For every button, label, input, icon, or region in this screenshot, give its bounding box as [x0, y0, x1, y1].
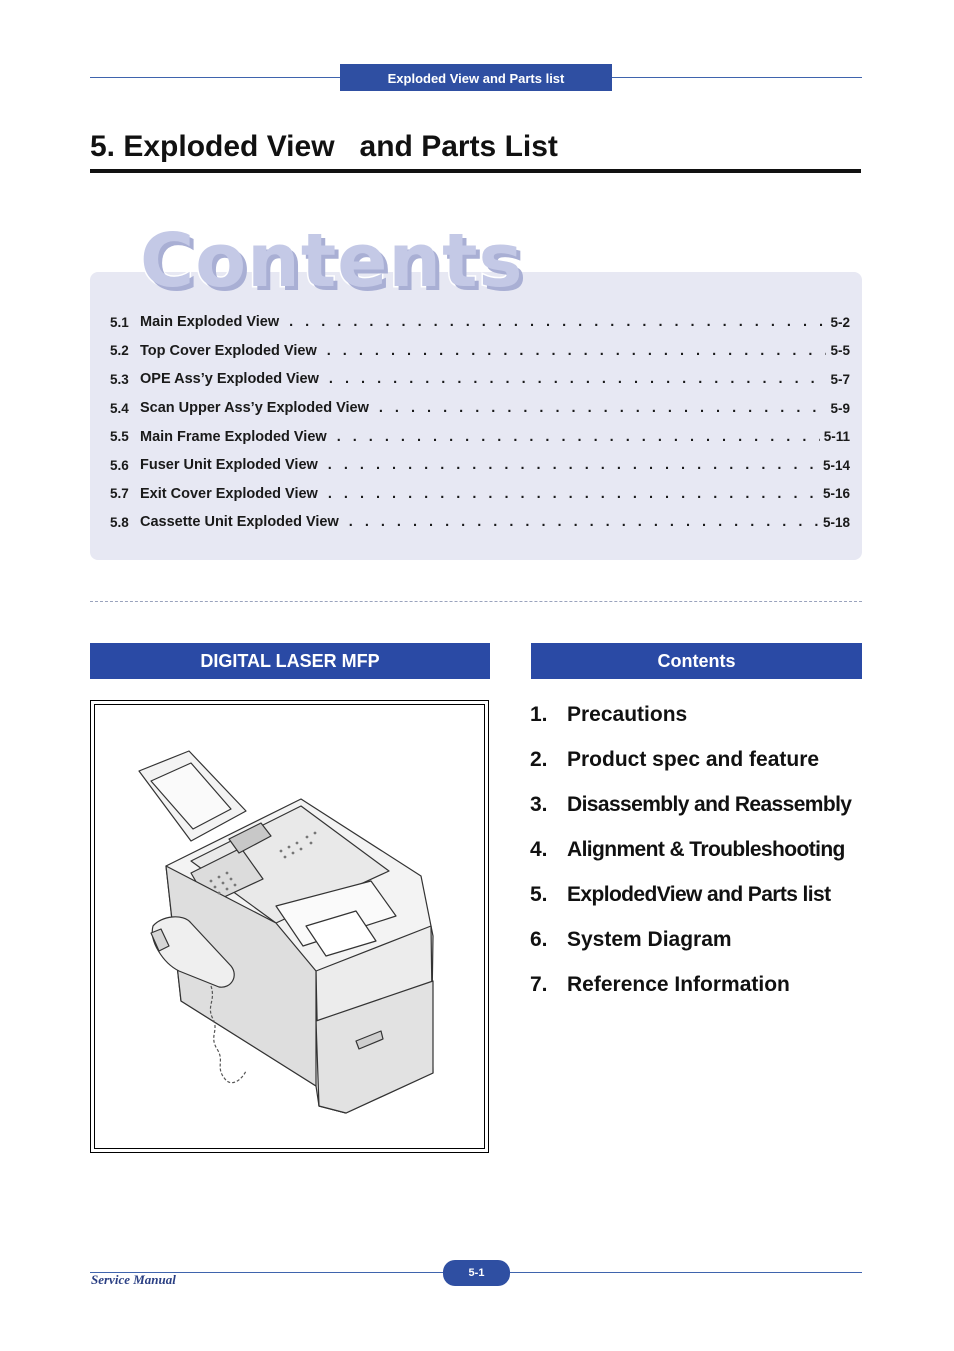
product-image-inner-border: [94, 704, 485, 1149]
toc-label: Main Exploded View: [140, 314, 280, 331]
footer-page-number: 5-1: [443, 1260, 510, 1286]
toc-label: Top Cover Exploded View: [140, 342, 317, 359]
toc-leader: . . . . . . . . . . . . . . . . . . . . …: [327, 457, 819, 474]
toc-leader: . . . . . . . . . . . . . . . . . . . . …: [378, 400, 827, 417]
toc-list: 5.1 Main Exploded View . . . . . . . . . .…: [110, 308, 850, 537]
chapter-number: 7.: [530, 972, 548, 996]
chapter-item[interactable]: 2. Product spec and feature: [530, 737, 851, 782]
toc-item[interactable]: 5.2 Top Cover Exploded View . . . . . . . …: [110, 337, 850, 366]
toc-item[interactable]: 5.1 Main Exploded View . . . . . . . . . .…: [110, 308, 850, 337]
toc-item[interactable]: 5.5 Main Frame Exploded View . . . . . . .…: [110, 422, 850, 451]
chapter-label: Precautions: [567, 702, 688, 726]
chapter-item[interactable]: 7. Reference Information: [530, 962, 851, 1007]
toc-item[interactable]: 5.7 Exit Cover Exploded View . . . . . . .…: [110, 480, 850, 509]
page-title: 5. Exploded View and Parts List: [90, 130, 558, 163]
toc-label: Scan Upper Ass’y Exploded View: [140, 400, 369, 417]
toc-leader: . . . . . . . . . . . . . . . . . . . . …: [327, 485, 819, 502]
toc-number: 5.6: [110, 457, 129, 473]
product-panel-title: DIGITAL LASER MFP: [90, 643, 490, 679]
toc-item[interactable]: 5.8 Cassette Unit Exploded View . . . . . …: [110, 508, 850, 537]
chapter-number: 3.: [530, 792, 548, 816]
toc-page: 5-16: [822, 486, 850, 502]
footer-manual-name: Service Manual: [91, 1272, 176, 1287]
chapter-label: Reference Information: [567, 972, 790, 996]
chapter-item[interactable]: 4. Alignment & Troubleshooting: [530, 827, 851, 872]
toc-number: 5.5: [110, 429, 129, 445]
toc-number: 5.1: [110, 314, 129, 330]
header-section-tab: Exploded View and Parts list: [340, 64, 612, 91]
chapter-item[interactable]: 3. Disassembly and Reassembly: [530, 782, 852, 827]
toc-page: 5-7: [830, 371, 850, 387]
toc-page: 5-9: [830, 400, 850, 416]
contents-heading: Contents: [139, 217, 524, 306]
toc-number: 5.3: [110, 371, 129, 387]
toc-item[interactable]: 5.3 OPE Ass’y Exploded View . . . . . . . …: [110, 365, 850, 394]
chapter-item[interactable]: 6. System Diagram: [530, 917, 851, 962]
chapter-label: Disassembly and Reassembly: [567, 792, 852, 816]
toc-leader: . . . . . . . . . . . . . . . . . . . . …: [336, 428, 820, 445]
toc-label: Fuser Unit Exploded View: [140, 457, 318, 474]
toc-item[interactable]: 5.6 Fuser Unit Exploded View . . . . . . .…: [110, 451, 850, 480]
toc-page: 5-11: [823, 429, 850, 445]
toc-leader: . . . . . . . . . . . . . . . . . . . . …: [348, 514, 819, 531]
chapter-number: 4.: [530, 837, 548, 861]
chapter-label: ExplodedView and Parts list: [567, 882, 831, 906]
chapter-item[interactable]: 5. ExplodedView and Parts list: [530, 872, 851, 917]
toc-item[interactable]: 5.4 Scan Upper Ass’y Exploded View . . . .…: [110, 394, 850, 423]
chapter-number: 1.: [530, 702, 548, 726]
toc-number: 5.2: [110, 343, 129, 359]
toc-panel: [90, 272, 862, 560]
toc-label: Main Frame Exploded View: [140, 428, 327, 445]
toc-number: 5.4: [110, 400, 129, 416]
toc-page: 5-14: [822, 457, 850, 473]
title-underline: [90, 169, 861, 173]
chapter-list: 1. Precautions 2. Product spec and feature…: [530, 692, 852, 1007]
toc-label: Exit Cover Exploded View: [140, 485, 318, 502]
contents-panel-title: Contents: [531, 643, 862, 679]
chapter-label: Alignment & Troubleshooting: [567, 837, 845, 861]
chapter-item[interactable]: 1. Precautions: [530, 692, 851, 737]
chapter-number: 5.: [530, 882, 548, 906]
toc-number: 5.7: [110, 486, 129, 502]
toc-leader: . . . . . . . . . . . . . . . . . . . . …: [326, 342, 827, 359]
toc-page: 5-5: [830, 343, 850, 359]
toc-page: 5-2: [830, 314, 850, 330]
section-divider: [90, 601, 862, 602]
toc-number: 5.8: [110, 514, 129, 530]
chapter-label: System Diagram: [567, 927, 732, 951]
chapter-label: Product spec and feature: [567, 747, 820, 771]
toc-page: 5-18: [822, 514, 850, 530]
toc-label: Cassette Unit Exploded View: [140, 514, 339, 531]
chapter-number: 6.: [530, 927, 548, 951]
toc-leader: . . . . . . . . . . . . . . . . . . . . …: [289, 314, 827, 331]
product-image-frame: [90, 700, 489, 1153]
laser-mfp-illustration: [138, 750, 434, 1114]
chapter-number: 2.: [530, 747, 548, 771]
toc-leader: . . . . . . . . . . . . . . . . . . . . …: [328, 371, 827, 388]
toc-label: OPE Ass’y Exploded View: [140, 371, 319, 388]
